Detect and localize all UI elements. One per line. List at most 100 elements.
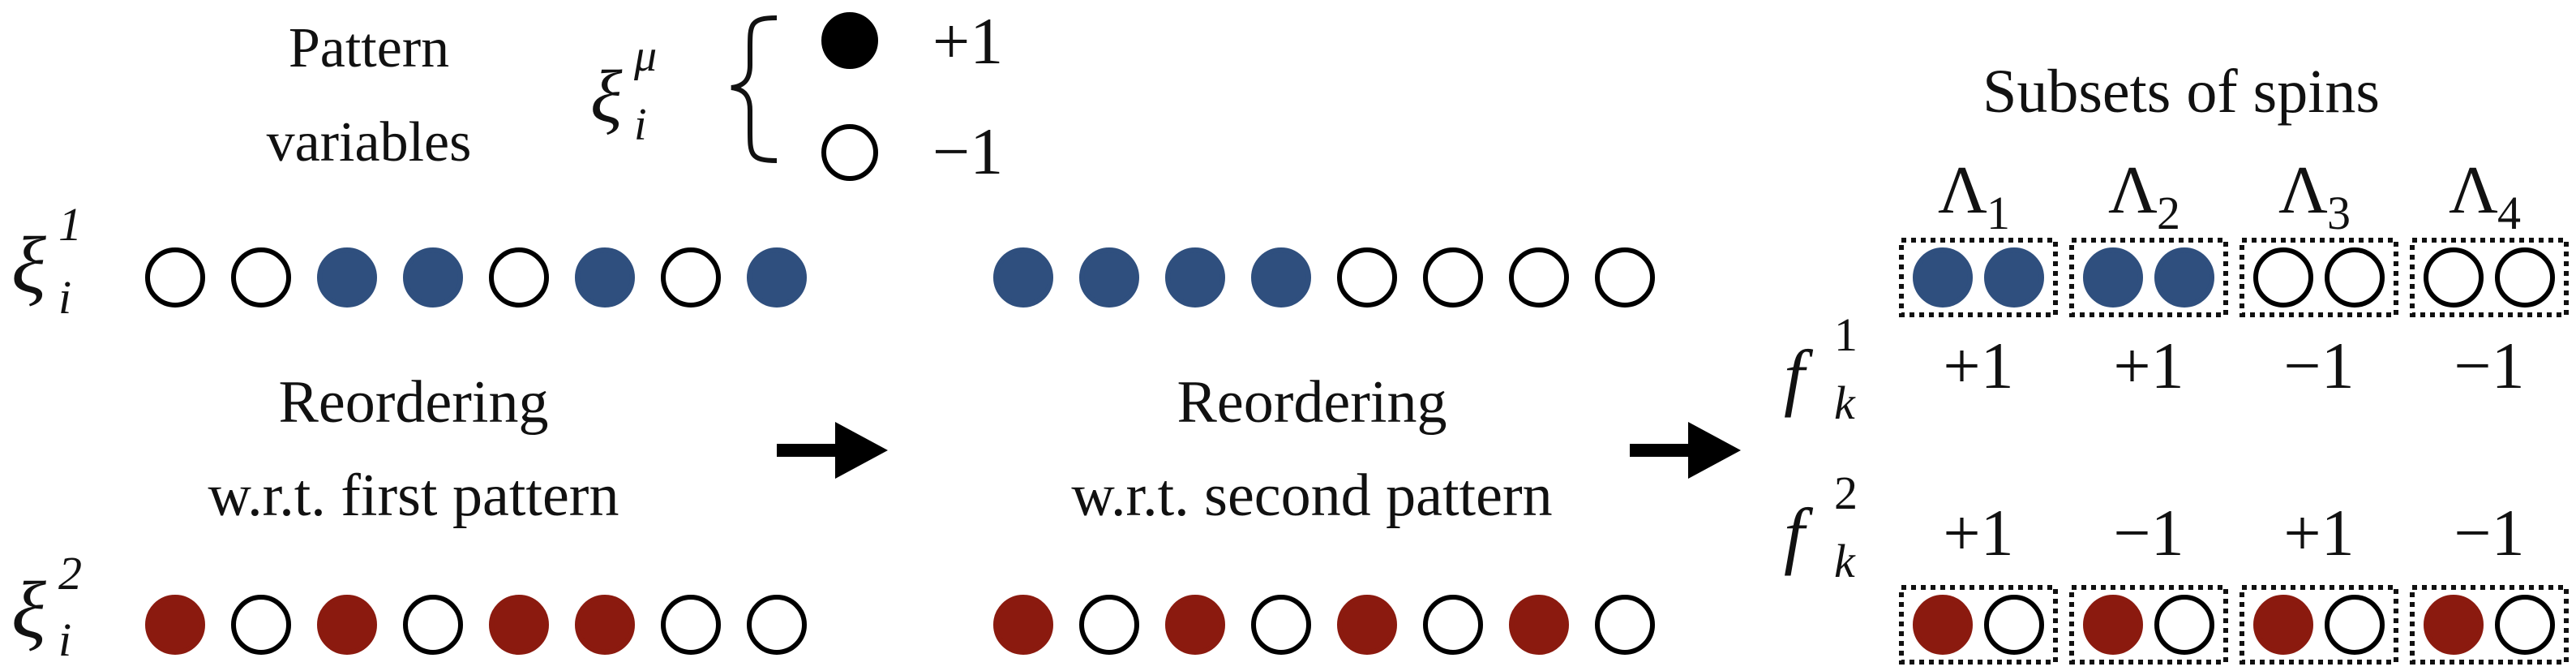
xi1-original-empty-spin <box>489 247 549 308</box>
xi1-subset-filled-spin <box>2154 247 2214 308</box>
lambda-3-sub: 3 <box>2327 187 2351 239</box>
xi1-original-filled-spin <box>575 247 635 308</box>
subsets-title: Subsets of spins <box>1982 58 2380 126</box>
f1-sup: 1 <box>1834 308 1858 361</box>
xi2-subset-empty-spin <box>2325 595 2385 655</box>
step-first-line2: w.r.t. first pattern <box>208 462 619 529</box>
lambda-3-base: Λ <box>2278 153 2328 228</box>
xi2-reordered-filled-spin <box>1337 595 1397 655</box>
legend-caption-line1: Pattern <box>289 17 449 80</box>
xi1-original-empty-spin <box>145 247 205 308</box>
f2-value: −1 <box>2113 496 2184 570</box>
xi2-base: ξ <box>11 565 46 655</box>
lambda-2-label: Λ 2 <box>2108 153 2180 239</box>
xi1-reordered-filled-spin <box>1165 247 1225 308</box>
xi2-reordered-empty-spin <box>1595 595 1655 655</box>
xi1-sup: 1 <box>58 198 82 251</box>
xi1-reordered-filled-spin <box>993 247 1053 308</box>
xi1-subset-filled-spin <box>2083 247 2143 308</box>
xi1-subset-empty-spin <box>2253 247 2313 308</box>
legend-caption-line2: variables <box>267 111 472 174</box>
xi1-original-empty-spin <box>661 247 721 308</box>
legend-empty-circle <box>821 124 878 181</box>
xi2-subset-filled-spin <box>2253 595 2313 655</box>
f1-value: −1 <box>2454 329 2524 402</box>
step-first-caption: Reordering w.r.t. first pattern <box>208 369 619 529</box>
xi2-original-filled-spin <box>489 595 549 655</box>
xi2-reordered-filled-spin <box>1509 595 1569 655</box>
lambda-3-label: Λ 3 <box>2278 153 2351 239</box>
lambda-4-label: Λ 4 <box>2449 153 2521 239</box>
f2-value: −1 <box>2454 496 2524 570</box>
xi2-original-filled-spin <box>575 595 635 655</box>
lambda-4-base: Λ <box>2449 153 2498 228</box>
xi1-subset-box <box>2069 238 2228 317</box>
subset-row-top <box>1899 238 2569 317</box>
xi1-reordered-filled-spin <box>1079 247 1139 308</box>
xi1-symbol: ξ 1 i <box>11 198 82 324</box>
xi2-subset-empty-spin <box>2154 595 2214 655</box>
f1-base: f <box>1784 335 1814 418</box>
xi2-symbol: ξ 2 i <box>11 547 82 666</box>
xi1-subset-box <box>2410 238 2569 317</box>
xi2-original-empty-spin <box>231 595 291 655</box>
xi1-subset-filled-spin <box>1913 247 1973 308</box>
xi1-reordered-filled-spin <box>1251 247 1311 308</box>
f2-symbol: f 2 k <box>1784 467 1858 587</box>
f1-values: +1 +1 −1 −1 <box>1943 329 2524 402</box>
f1-value: +1 <box>1943 329 2013 402</box>
legend-brace <box>731 15 778 163</box>
lambda-2-base: Λ <box>2108 153 2158 228</box>
legend: Pattern variables ξ μ i +1 −1 <box>267 4 1004 188</box>
xi2-original-empty-spin <box>747 595 807 655</box>
xi2-original-empty-spin <box>403 595 463 655</box>
xi1-subset-box <box>2240 238 2398 317</box>
xi2-subset-box <box>2410 585 2569 665</box>
xi1-subset-box <box>1899 238 2058 317</box>
xi2-original-filled-spin <box>317 595 377 655</box>
xi2-sub: i <box>58 613 71 666</box>
f1-value: −1 <box>2283 329 2354 402</box>
xi1-original-filled-spin <box>403 247 463 308</box>
subsets-panel: Subsets of spins Λ 1 Λ 2 Λ 3 Λ 4 f 1 k +… <box>1784 58 2569 665</box>
xi2-subset-empty-spin <box>2495 595 2555 655</box>
xi2-subset-filled-spin <box>2424 595 2484 655</box>
f2-values: +1 −1 +1 −1 <box>1943 496 2524 570</box>
xi2-reordered-empty-spin <box>1251 595 1311 655</box>
legend-minus-label: −1 <box>932 114 1003 188</box>
xi2-reordered-filled-spin <box>1165 595 1225 655</box>
xi2-sup: 2 <box>58 547 82 600</box>
f2-value: +1 <box>2283 496 2354 570</box>
legend-symbol-base: ξ <box>590 55 623 138</box>
legend-plus-label: +1 <box>932 4 1003 78</box>
xi2-reordered-filled-spin <box>993 595 1053 655</box>
legend-symbol: ξ μ i <box>590 31 657 150</box>
xi2-subset-box <box>2069 585 2228 665</box>
xi1-subset-filled-spin <box>1984 247 2044 308</box>
f1-symbol: f 1 k <box>1784 308 1858 429</box>
f1-sub: k <box>1834 376 1856 429</box>
step-first-line1: Reordering <box>279 369 549 436</box>
xi2-original-empty-spin <box>661 595 721 655</box>
f2-sup: 2 <box>1834 467 1858 519</box>
xi1-reordered-empty-spin <box>1423 247 1483 308</box>
legend-symbol-sup: μ <box>633 31 657 81</box>
xi1-base: ξ <box>11 220 46 310</box>
xi2-subset-empty-spin <box>1984 595 2044 655</box>
lambda-1-sub: 1 <box>1987 187 2010 239</box>
xi2-reordered-empty-spin <box>1423 595 1483 655</box>
lambda-1-base: Λ <box>1938 153 1987 228</box>
f2-base: f <box>1784 493 1814 576</box>
step-second-line2: w.r.t. second pattern <box>1071 462 1552 529</box>
xi1-original-row <box>145 247 807 308</box>
xi1-subset-empty-spin <box>2325 247 2385 308</box>
xi1-reordered-empty-spin <box>1337 247 1397 308</box>
xi1-original-filled-spin <box>317 247 377 308</box>
legend-symbol-sub: i <box>634 100 647 150</box>
arrow-second <box>1630 422 1741 479</box>
xi1-original-filled-spin <box>747 247 807 308</box>
xi1-original-empty-spin <box>231 247 291 308</box>
f2-sub: k <box>1834 535 1856 587</box>
xi2-subset-box <box>1899 585 2058 665</box>
